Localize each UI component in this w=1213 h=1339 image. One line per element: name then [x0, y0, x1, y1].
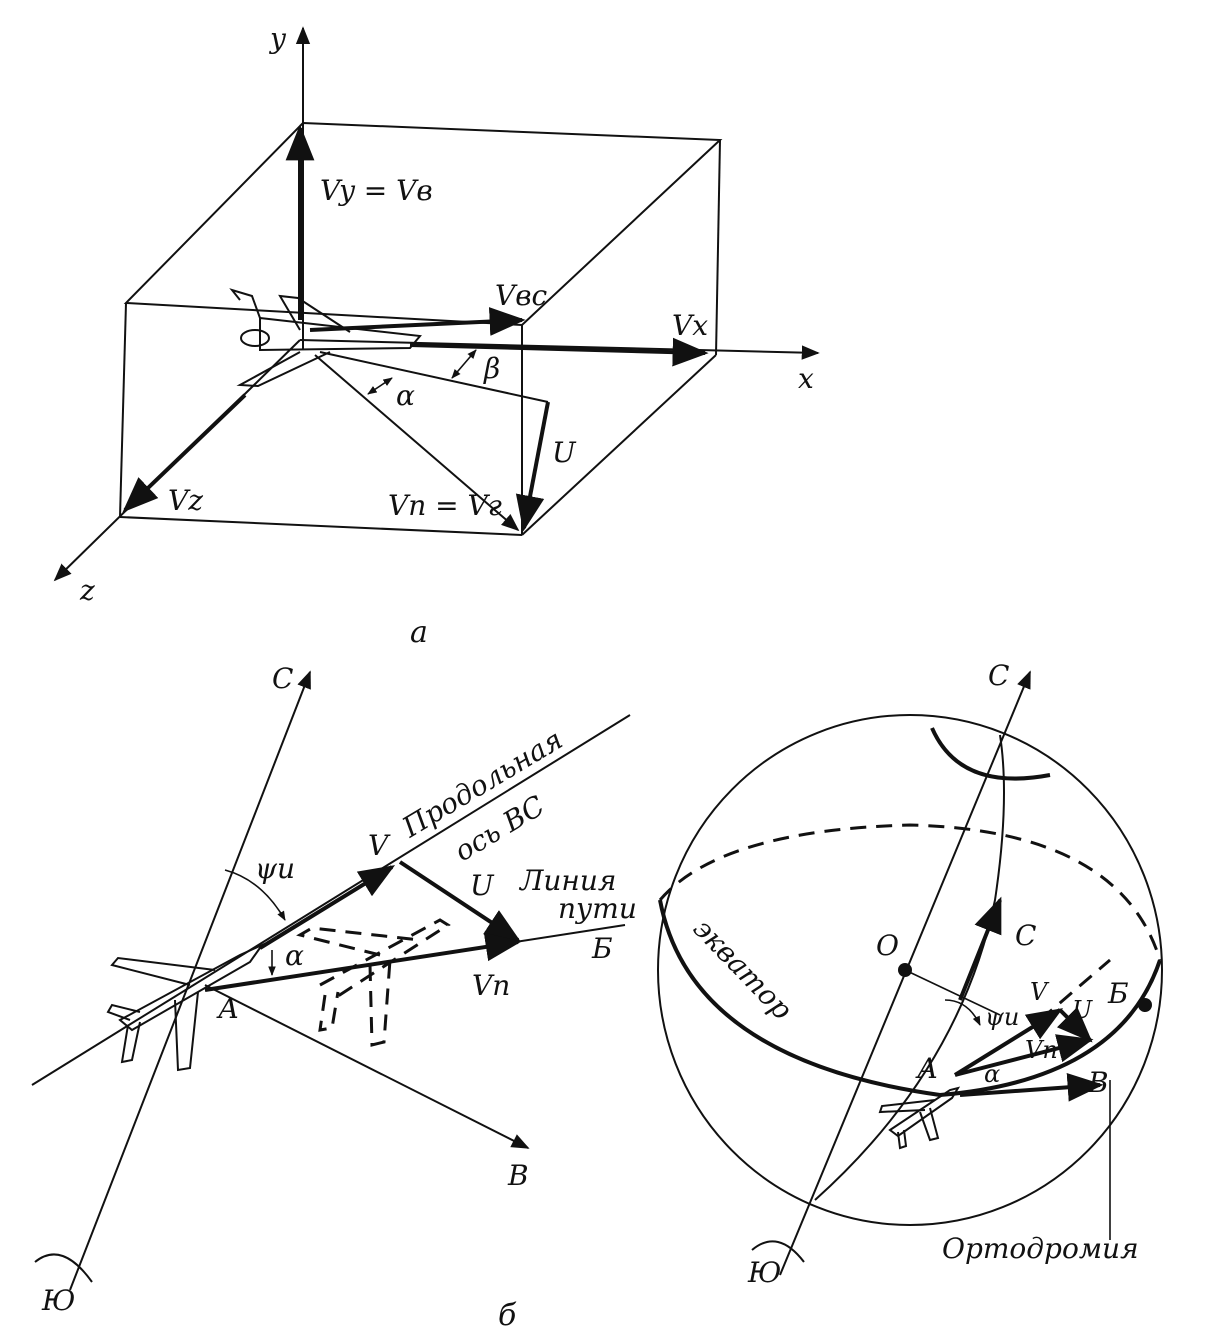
vp-vector	[314, 354, 520, 532]
point-a-label-b: А	[216, 992, 239, 1025]
vx-label: Vx	[672, 309, 708, 342]
point-b-label-c: Б	[1107, 977, 1129, 1010]
psi-arc-c	[944, 999, 981, 1026]
point-a-label-c: А	[915, 1052, 938, 1085]
u-label: U	[552, 436, 577, 469]
u-label-c: U	[1072, 996, 1093, 1024]
y-axis-label: y	[268, 22, 287, 55]
z-axis-label: z	[79, 574, 95, 607]
aircraft-3d-icon	[229, 288, 422, 388]
vy-vb-label: Vy = Vв	[320, 174, 433, 207]
south-label-b: Ю	[41, 1284, 75, 1317]
north-direction-c	[958, 896, 1002, 1001]
east-vector-c	[959, 1072, 1104, 1102]
east-label-b: В	[507, 1159, 529, 1192]
polar-cap	[930, 727, 1051, 781]
panel-b-caption: б	[498, 1298, 517, 1333]
u-label-b: U	[470, 869, 495, 902]
box-edge-back-right	[715, 139, 721, 356]
south-arc-b	[34, 1253, 93, 1283]
vp-vector-c	[954, 1034, 1094, 1077]
longitudinal-axis-line	[31, 714, 631, 1086]
point-b-dot-c	[1138, 998, 1152, 1012]
vp-label-b: Vп	[472, 969, 510, 1002]
alpha-label: α	[396, 379, 415, 412]
aircraft-plan-icon	[106, 942, 265, 1072]
v-vector-c	[953, 1008, 1064, 1077]
alpha-label-b: α	[285, 939, 304, 972]
globe-outline	[657, 714, 1163, 1226]
vbc-label: Vвс	[495, 279, 548, 312]
vp-label-c: Vп	[1025, 1036, 1058, 1064]
v-label-c: V	[1030, 978, 1050, 1006]
south-label-c: Ю	[747, 1256, 781, 1289]
u-vector	[515, 401, 550, 532]
vz-vector	[122, 393, 247, 513]
panel-b-flat-navigation: С Ю В А Б ψи α V U Vп Продольная ось ВС …	[31, 662, 637, 1333]
alpha-label-c: α	[984, 1060, 1000, 1088]
orthodrome-label: Ортодромия	[942, 1232, 1139, 1265]
psi-label-c: ψи	[985, 1003, 1019, 1031]
aircraft-dashed-icon	[296, 918, 451, 1047]
x-axis	[299, 339, 820, 360]
heading-line	[319, 351, 549, 403]
north-label-b: С	[272, 662, 293, 695]
box-edge-front-left	[119, 302, 127, 518]
east-direction	[204, 984, 530, 1149]
center-label-c: О	[876, 929, 899, 962]
x-axis-label: x	[798, 362, 814, 395]
vp-vector-b	[204, 932, 522, 992]
equator-back	[658, 823, 1162, 961]
psi-arc-b	[224, 869, 286, 921]
aircraft-small-icon	[878, 1086, 961, 1150]
point-v-label-c: В	[1087, 1066, 1109, 1099]
v-vector-b	[258, 865, 396, 950]
v-label-b: V	[368, 829, 391, 862]
point-b-label-b: Б	[591, 932, 613, 965]
box-top-face	[123, 122, 723, 327]
course-line-c	[1039, 958, 1111, 1022]
track-line-label-2: пути	[558, 892, 637, 925]
vp-vg-label: Vп = Vг	[388, 489, 502, 522]
south-arc-c	[751, 1240, 805, 1263]
vz-label: Vz	[168, 484, 203, 517]
panel-c-sphere-navigation: С С Ю О экватор А Б В ψи α V U Vп Ортодр…	[657, 659, 1163, 1289]
equator-front	[658, 899, 1162, 1098]
u-vector-b	[398, 860, 522, 942]
psi-label-b: ψи	[255, 852, 295, 885]
panel-a-caption: а	[410, 615, 428, 650]
radius-line	[904, 969, 1001, 1016]
vbc-vector	[309, 307, 526, 336]
track-line-label-1: Линия	[518, 864, 616, 897]
beta-arc	[451, 349, 477, 379]
north-top-label-c: С	[988, 659, 1009, 692]
box-edge-bottom-right	[521, 354, 717, 536]
beta-label: β	[483, 352, 500, 385]
box-edge-bottom-front	[119, 516, 523, 536]
alpha-arc	[367, 377, 393, 395]
equator-label: экватор	[687, 912, 799, 1026]
panel-a-3d-velocity-box: y x z Vy = Vв Vвс Vx Vz Vп = Vг U β α а	[53, 22, 820, 650]
vx-vector	[409, 337, 709, 367]
north-inner-label-c: С	[1015, 919, 1036, 952]
